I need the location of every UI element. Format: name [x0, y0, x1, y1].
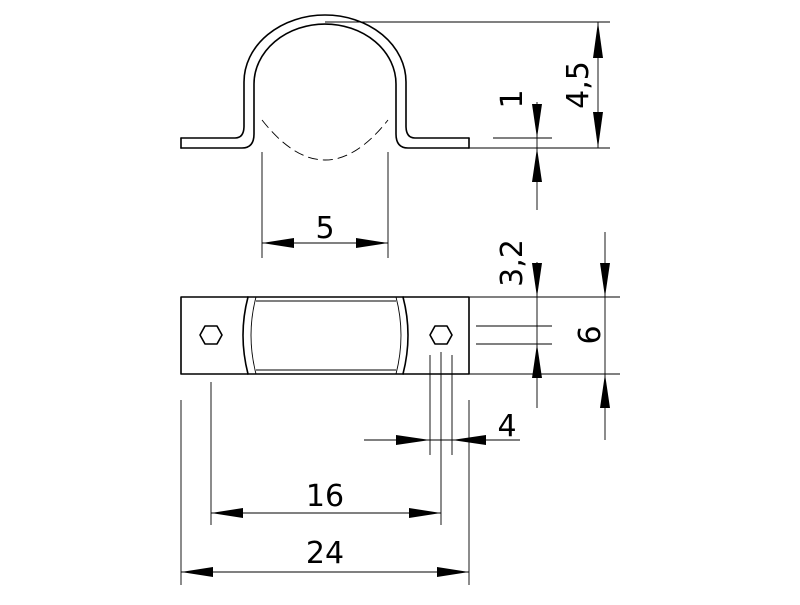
right-mounting-hole	[429, 325, 453, 345]
arrow-hole-width-left	[396, 435, 430, 445]
arrow-width-top	[600, 263, 610, 297]
saddle-right-edge	[402, 296, 409, 375]
dim-text-hole-spacing: 16	[306, 479, 344, 514]
left-mounting-hole	[199, 325, 223, 345]
arrow-diameter-left	[262, 238, 294, 248]
dim-text-hole-offset: 3,2	[495, 239, 530, 287]
dim-text-strip-thickness: 1	[495, 89, 530, 108]
dim-strap-width: 6	[469, 232, 620, 440]
arrow-thickness-top	[532, 104, 542, 138]
arrow-diameter-right	[356, 238, 388, 248]
arrow-width-bottom	[600, 374, 610, 408]
dim-overall-height: 4,5	[325, 21, 610, 149]
arrow-overall-height-top	[593, 22, 603, 58]
dim-hole-width: 4	[364, 355, 520, 455]
dim-pipe-diameter: 5	[261, 152, 389, 258]
saddle-left-edge	[242, 296, 249, 375]
arrow-spacing-left	[211, 508, 243, 518]
dim-overall-length: 24	[180, 400, 470, 585]
dim-text-pipe-diameter: 5	[315, 211, 334, 246]
dim-hole-spacing: 16	[210, 352, 442, 525]
arrow-offset-bottom	[532, 344, 542, 378]
top-view	[180, 296, 470, 375]
clip-outer-outline	[180, 14, 470, 139]
arrow-length-right	[437, 567, 469, 577]
dim-text-overall-height: 4,5	[561, 61, 596, 109]
dim-text-strap-width: 6	[573, 325, 608, 344]
arrow-length-left	[181, 567, 213, 577]
dim-strip-thickness: 1	[493, 89, 552, 210]
front-view	[180, 14, 470, 161]
arrow-spacing-right	[409, 508, 441, 518]
dim-text-overall-length: 24	[306, 536, 344, 571]
arrow-offset-top	[532, 263, 542, 297]
arrow-overall-height-bottom	[593, 112, 603, 148]
pipe-hidden-line	[261, 119, 389, 161]
saddle-right-inner	[395, 296, 402, 375]
dim-hole-offset: 3,2	[476, 239, 552, 408]
clip-inner-outline	[180, 23, 470, 149]
dim-text-hole-width: 4	[497, 409, 516, 444]
dimensions: 4,5 1 5 6	[180, 21, 620, 585]
arrow-thickness-bottom	[532, 148, 542, 182]
strap-outline	[180, 296, 470, 375]
saddle-left-inner	[250, 296, 257, 375]
